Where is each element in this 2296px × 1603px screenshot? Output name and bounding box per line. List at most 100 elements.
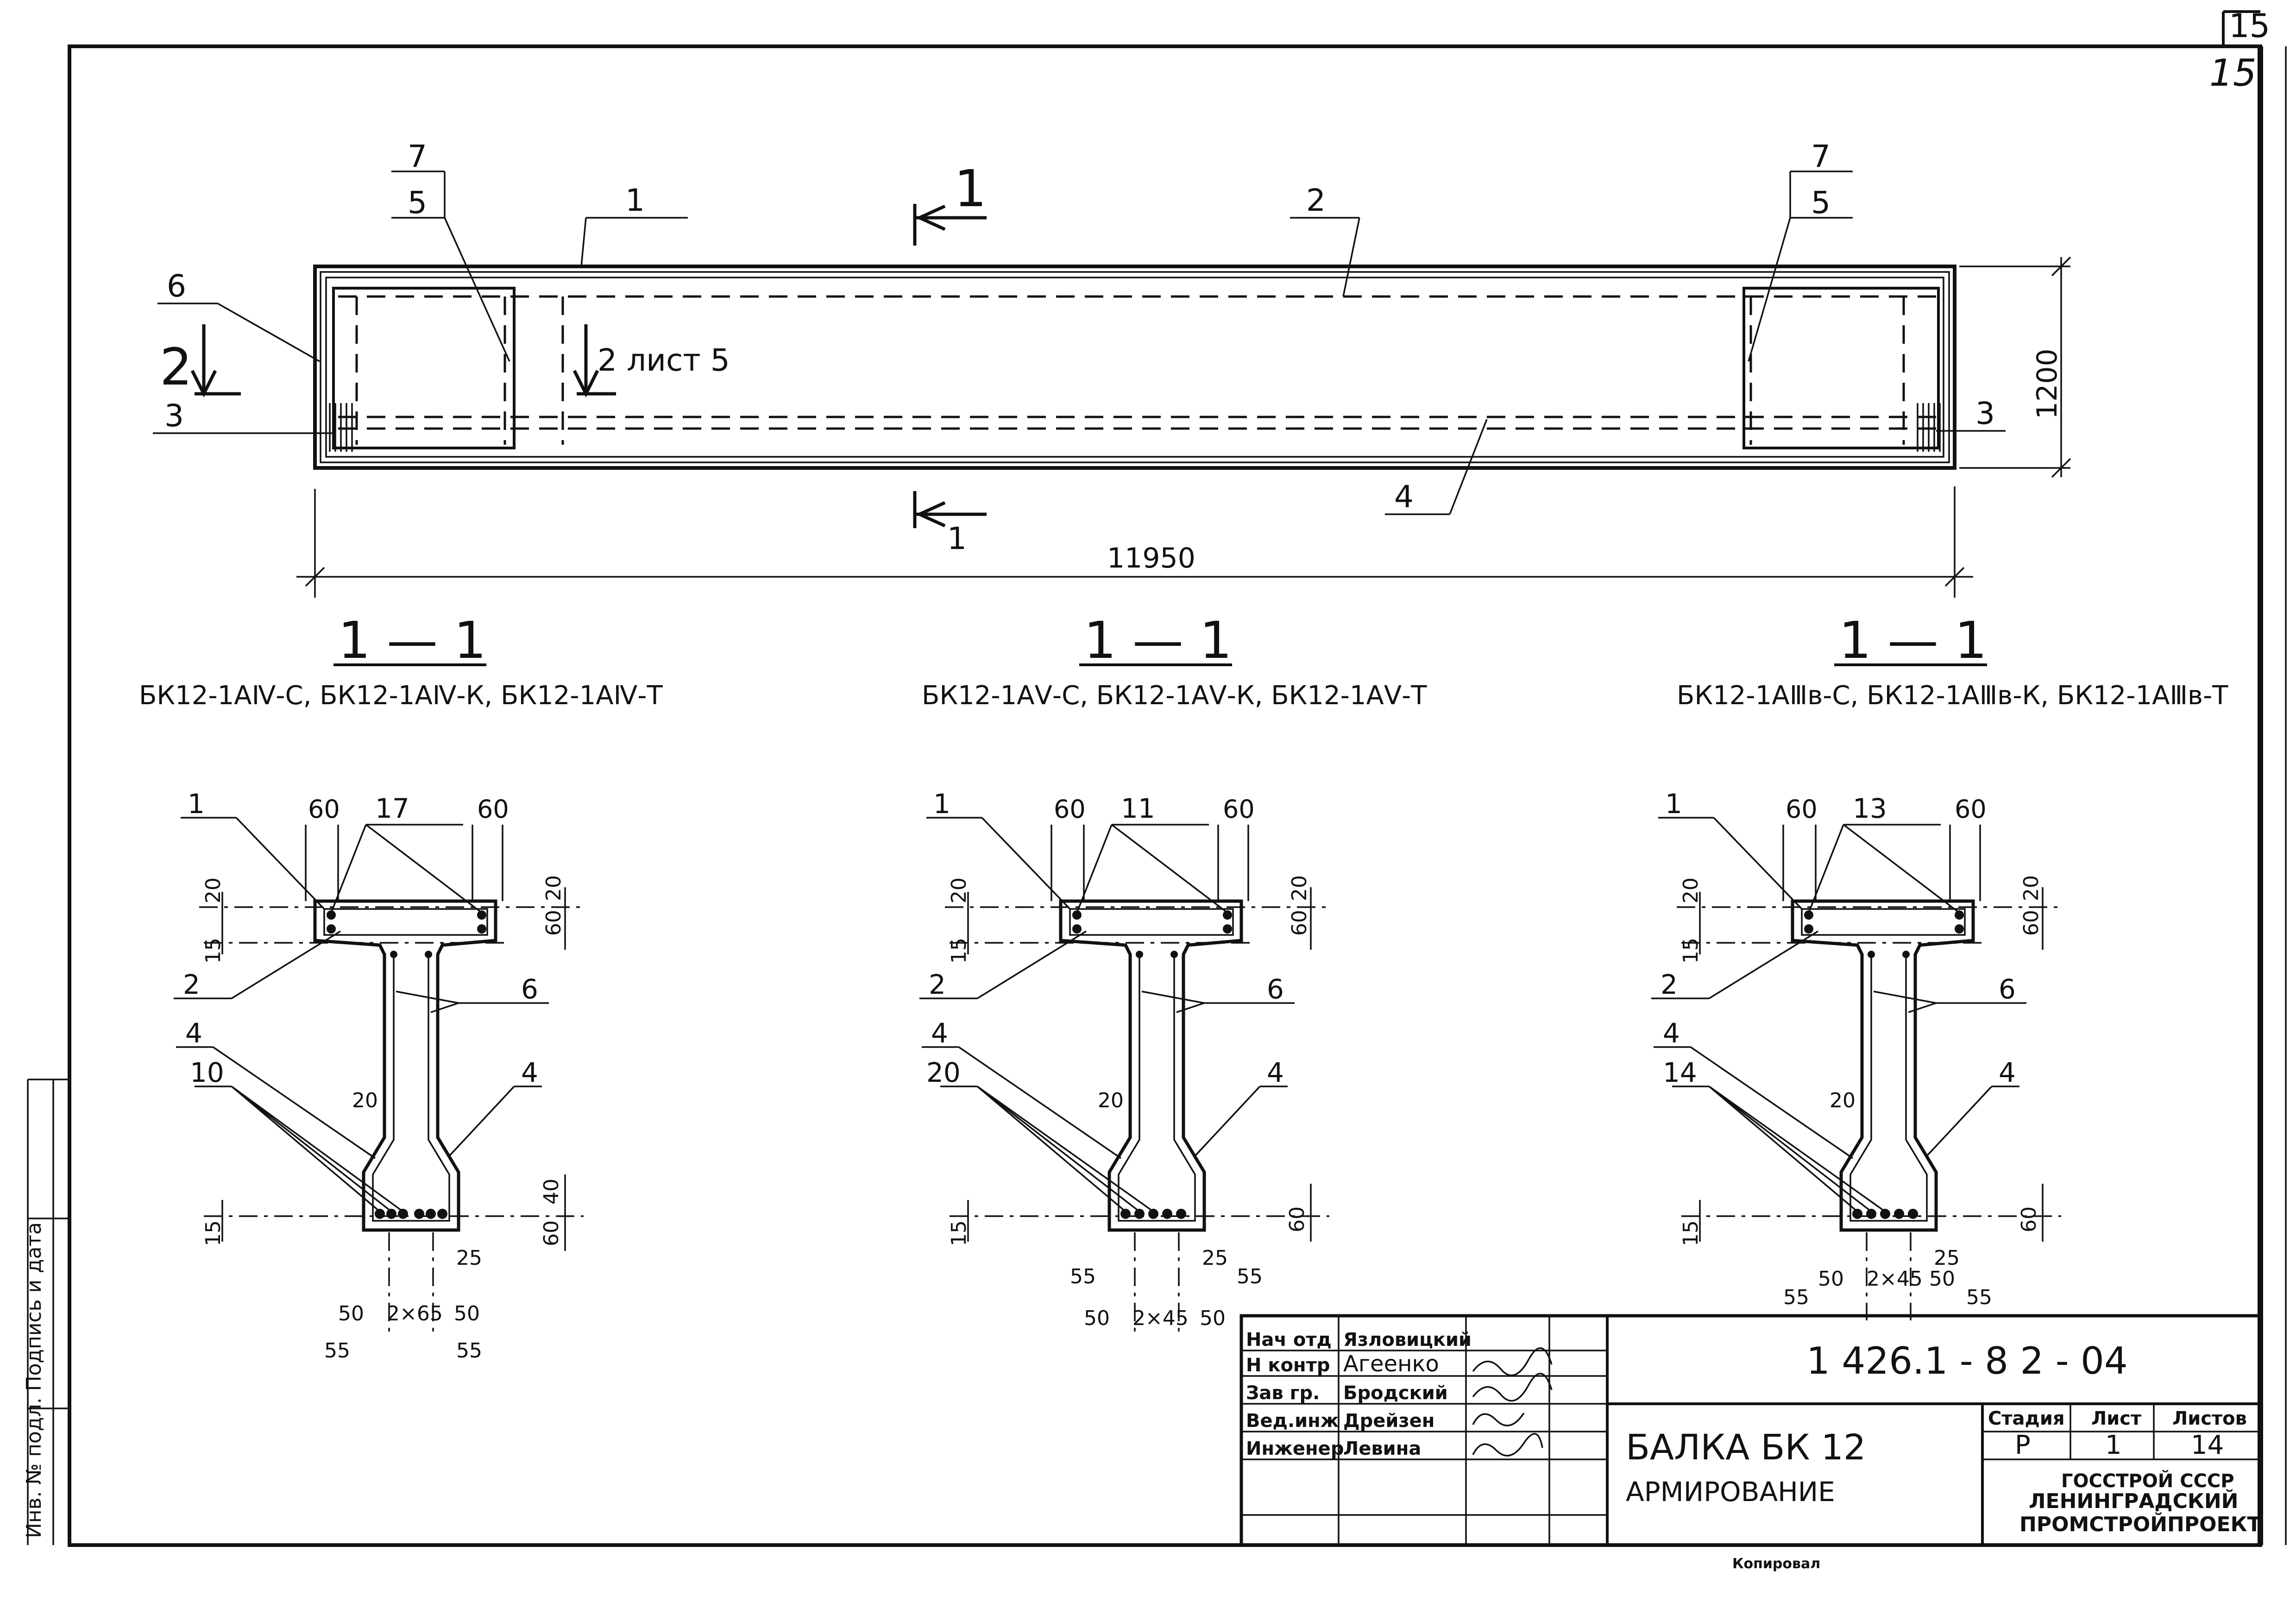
dim-60-right: 60 xyxy=(1223,795,1255,824)
sheet-frame xyxy=(27,10,2287,1547)
pos-2: 2 xyxy=(183,969,200,1000)
callout-5-left: 5 xyxy=(408,185,427,221)
drawing-title-line1: БАЛКА БК 12 xyxy=(1626,1426,1866,1468)
pos-6: 6 xyxy=(1267,973,1284,1005)
dim-55-right: 55 xyxy=(1237,1265,1263,1288)
pos-13: 13 xyxy=(1853,793,1887,824)
section-marker-top: 1 xyxy=(954,159,987,218)
dim-20-mid: 20 xyxy=(1098,1089,1124,1112)
cross-section-3: 1 — 1 БК12-1АⅢв-С, БК12-1АⅢв-К, БК12-1АⅢ… xyxy=(1651,611,2228,1320)
org-line1: ГОССТРОЙ СССР xyxy=(2061,1470,2234,1492)
pos-6: 6 xyxy=(521,973,538,1005)
dim-15: 15 xyxy=(201,938,225,964)
side-stamp-text: Инв. № подл. Подпись и дата xyxy=(22,1222,46,1538)
document-number: 1 426.1 - 8 2 - 04 xyxy=(1806,1339,2128,1382)
name-1: Язловицкий xyxy=(1343,1329,1472,1351)
pos-1: 1 xyxy=(188,788,205,820)
callout-2: 2 xyxy=(1306,183,1326,218)
role-nach-otd: Нач отд xyxy=(1246,1329,1332,1351)
view-marker-2: 2 xyxy=(160,337,192,397)
dim-50-right: 50 xyxy=(454,1302,480,1325)
callout-4: 4 xyxy=(1394,479,1414,515)
callout-5-right: 5 xyxy=(1811,185,1831,221)
pos-1: 1 xyxy=(933,788,950,820)
sheet-number-top: 15 xyxy=(2229,7,2270,45)
copied-label: Копировал xyxy=(1732,1556,1820,1572)
dim-60-right: 60 xyxy=(477,795,509,824)
callout-7-right: 7 xyxy=(1811,139,1831,174)
dim-15-bot: 15 xyxy=(947,1220,971,1246)
name-4: Дрейзен xyxy=(1343,1410,1434,1432)
dim-60-left: 60 xyxy=(1786,795,1818,824)
dim-50-left: 50 xyxy=(1084,1306,1110,1330)
dim-15: 15 xyxy=(1679,938,1703,964)
dim-20: 20 xyxy=(201,877,225,903)
name-2: Агеенко xyxy=(1343,1351,1439,1377)
dim-50-left: 50 xyxy=(338,1302,364,1325)
sheets-value: 14 xyxy=(2191,1430,2224,1460)
callout-3-left: 3 xyxy=(164,398,184,434)
pos-4-right: 4 xyxy=(1999,1057,2016,1088)
drawing-title-line2: АРМИРОВАНИЕ xyxy=(1626,1476,1835,1508)
dim-2x45: 2×45 xyxy=(1132,1306,1189,1330)
dim-15-bot: 15 xyxy=(201,1220,225,1246)
dim-60-left: 60 xyxy=(308,795,340,824)
cross-section-1: 1 — 1 БК12-1АⅣ-С, БК12-1АⅣ-К, БК12-1АⅣ-Т xyxy=(139,611,663,1363)
stage-value: Р xyxy=(2015,1430,2031,1460)
beam-elevation: 1 2 7 5 6 3 7 5 3 4 1 1 2 2 лист 5 xyxy=(153,139,2071,598)
dim-60-r2: 60 xyxy=(1288,910,1311,936)
role-ved-inzh: Вед.инж xyxy=(1246,1410,1339,1432)
section-title: 1 — 1 xyxy=(338,611,486,670)
dim-55-left: 55 xyxy=(1783,1286,1809,1309)
dim-60-right: 60 xyxy=(1955,795,1987,824)
dim-20-right: 20 xyxy=(2019,875,2043,901)
title-block xyxy=(1239,1314,2262,1547)
pos-17: 17 xyxy=(375,793,409,824)
stage-label: Стадия xyxy=(1988,1408,2065,1429)
height-dimension: 1200 xyxy=(2031,348,2063,419)
dim-40: 40 xyxy=(540,1179,563,1205)
sheets-label: Листов xyxy=(2172,1408,2247,1429)
pos-11: 11 xyxy=(1121,793,1155,824)
dim-60-bot: 60 xyxy=(540,1220,563,1246)
dim-55-left: 55 xyxy=(1070,1265,1096,1288)
pos-4-left: 4 xyxy=(931,1017,948,1049)
dim-55-right: 55 xyxy=(1966,1286,1992,1309)
pos-bottom: 10 xyxy=(190,1057,224,1088)
dim-20-right: 20 xyxy=(542,875,566,901)
name-3: Бродский xyxy=(1343,1382,1448,1404)
section-marker-bottom: 1 xyxy=(947,521,967,556)
section-marks: БК12-1АⅤ-С, БК12-1АⅤ-К, БК12-1АⅤ-Т xyxy=(922,681,1427,711)
pos-2: 2 xyxy=(1661,969,1678,1000)
pos-4-left: 4 xyxy=(185,1017,202,1049)
role-zav-gr: Зав гр. xyxy=(1246,1382,1320,1404)
pos-2: 2 xyxy=(929,969,946,1000)
dim-25: 25 xyxy=(1202,1246,1228,1270)
dim-15-bot: 15 xyxy=(1679,1220,1703,1246)
dim-60-bot: 60 xyxy=(1285,1206,1309,1232)
dim-55-left: 55 xyxy=(324,1339,350,1363)
pos-4-left: 4 xyxy=(1663,1017,1680,1049)
dim-20: 20 xyxy=(1679,877,1703,903)
dim-20-mid: 20 xyxy=(1830,1089,1856,1112)
section-marks: БК12-1АⅣ-С, БК12-1АⅣ-К, БК12-1АⅣ-Т xyxy=(139,681,663,711)
length-dimension: 11950 xyxy=(1107,542,1195,574)
sheet-value: 1 xyxy=(2105,1430,2122,1460)
dim-2x65: 2×65 xyxy=(387,1302,443,1325)
dim-60-left: 60 xyxy=(1054,795,1086,824)
role-n-kontr: Н контр xyxy=(1246,1355,1330,1376)
pos-6: 6 xyxy=(1999,973,2016,1005)
pos-4-right: 4 xyxy=(1267,1057,1284,1088)
sheet-number: 15 xyxy=(2209,51,2257,95)
org-line3: ПРОМСТРОЙПРОЕКТ xyxy=(2019,1512,2261,1536)
dim-20: 20 xyxy=(947,877,971,903)
dim-60-bot: 60 xyxy=(2017,1206,2041,1232)
pos-4-right: 4 xyxy=(521,1057,538,1088)
dim-15: 15 xyxy=(947,938,971,964)
sheet-label: Лист xyxy=(2091,1408,2142,1429)
dim-20-right: 20 xyxy=(1288,875,1311,901)
pos-bottom: 14 xyxy=(1663,1057,1697,1088)
role-inzhener: Инженер xyxy=(1246,1438,1344,1459)
name-5: Левина xyxy=(1343,1438,1421,1459)
